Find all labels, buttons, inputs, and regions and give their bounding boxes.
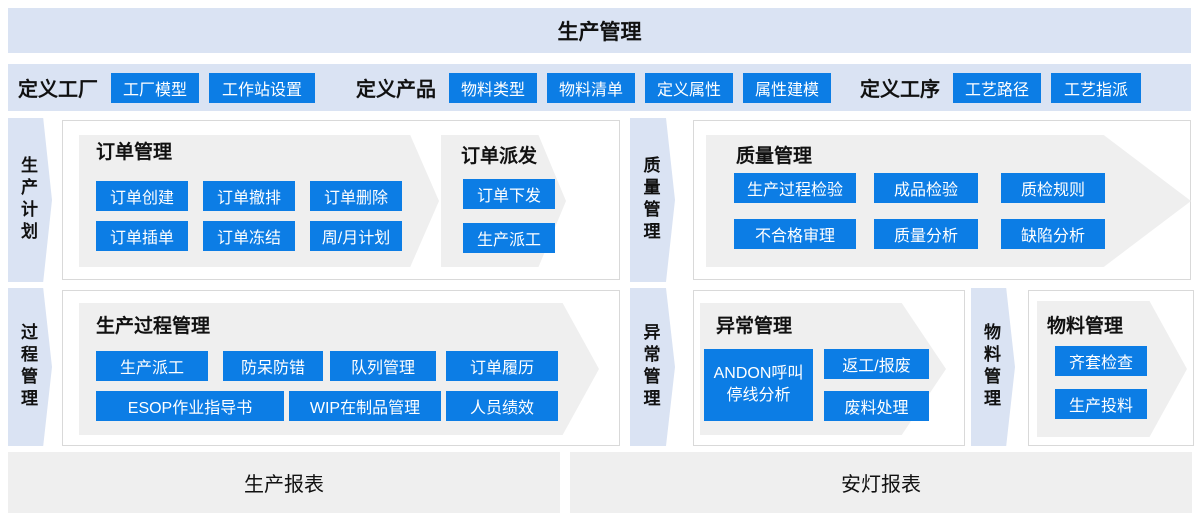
kitting-check-button[interactable]: 齐套检查 (1055, 346, 1147, 376)
defect-analysis-button[interactable]: 缺陷分析 (1001, 219, 1105, 249)
order-unschedule-button[interactable]: 订单撤排 (203, 181, 295, 211)
side-label-process-mgmt: 过程管理 (8, 288, 52, 446)
material-panel: 物料管理 齐套检查 生产投料 (1028, 290, 1194, 446)
process-mgmt-title: 生产过程管理 (96, 316, 211, 337)
rework-scrap-button[interactable]: 返工/报废 (824, 349, 929, 379)
qc-rules-button[interactable]: 质检规则 (1001, 173, 1105, 203)
order-delete-button[interactable]: 订单删除 (310, 181, 402, 211)
define-attribute-button[interactable]: 定义属性 (645, 72, 733, 103)
order-create-button[interactable]: 订单创建 (96, 181, 188, 211)
process-route-button[interactable]: 工艺路径 (953, 72, 1041, 103)
production-report-label: 生产报表 (244, 474, 324, 496)
material-type-button[interactable]: 物料类型 (449, 72, 537, 103)
production-dispatch2-button[interactable]: 生产派工 (96, 351, 208, 381)
line-stop-analysis-label: 停线分析 (726, 387, 791, 404)
quality-panel: 质量管理 生产过程检验 成品检验 质检规则 不合格审理 质量分析 缺陷分析 (693, 120, 1191, 280)
definitions-bar: 定义工厂 工厂模型 工作站设置 定义产品 物料类型 物料清单 定义属性 属性建模… (8, 64, 1191, 111)
process-assign-button[interactable]: 工艺指派 (1051, 72, 1141, 103)
finished-inspection-button[interactable]: 成品检验 (874, 173, 978, 203)
order-history-button[interactable]: 订单履历 (446, 351, 558, 381)
side-label-quality: 质量管理 (630, 118, 675, 282)
define-product-label: 定义产品 (356, 79, 436, 101)
production-feeding-button[interactable]: 生产投料 (1055, 389, 1147, 419)
process-inspection-button[interactable]: 生产过程检验 (734, 173, 856, 203)
poka-yoke-button[interactable]: 防呆防错 (223, 351, 323, 381)
order-dispatch-title: 订单派发 (461, 146, 538, 167)
nonconforming-review-button[interactable]: 不合格审理 (734, 219, 856, 249)
quality-title: 质量管理 (736, 146, 813, 167)
queue-mgmt-button[interactable]: 队列管理 (330, 351, 436, 381)
side-label-exception-text: 异常管理 (640, 323, 660, 411)
define-factory-label: 定义工厂 (18, 79, 98, 101)
side-label-process-mgmt-text: 过程管理 (18, 323, 37, 411)
page-title: 生产管理 (557, 20, 642, 44)
esop-instruction-button[interactable]: ESOP作业指导书 (96, 391, 284, 421)
production-plan-panel: 订单管理 订单创建 订单撤排 订单删除 订单插单 订单冻结 周/月计划 订单派发… (62, 120, 620, 280)
wip-mgmt-button[interactable]: WIP在制品管理 (289, 391, 441, 421)
define-factory-group: 定义工厂 工厂模型 工作站设置 (18, 64, 325, 111)
header-banner: 生产管理 (8, 8, 1191, 53)
exception-title: 异常管理 (716, 316, 793, 337)
side-label-production-plan-text: 生产计划 (18, 156, 37, 244)
andon-report-label: 安灯报表 (841, 474, 921, 496)
production-dispatch-button[interactable]: 生产派工 (463, 223, 555, 253)
side-label-quality-text: 质量管理 (640, 156, 660, 244)
order-freeze-button[interactable]: 订单冻结 (203, 221, 295, 251)
andon-report-box: 安灯报表 (570, 452, 1192, 513)
order-management-title: 订单管理 (96, 142, 173, 163)
workstation-setup-button[interactable]: 工作站设置 (209, 72, 315, 103)
side-label-material-text: 物料管理 (981, 323, 1000, 411)
factory-model-button[interactable]: 工厂模型 (111, 72, 199, 103)
define-process-group: 定义工序 工艺路径 工艺指派 (860, 64, 1151, 111)
side-label-production-plan: 生产计划 (8, 118, 52, 282)
quality-analysis-button[interactable]: 质量分析 (874, 219, 978, 249)
order-release-button[interactable]: 订单下发 (463, 179, 555, 209)
waste-handling-button[interactable]: 废料处理 (824, 391, 929, 421)
attribute-model-button[interactable]: 属性建模 (743, 72, 831, 103)
order-insert-button[interactable]: 订单插单 (96, 221, 188, 251)
week-month-plan-button[interactable]: 周/月计划 (310, 221, 402, 251)
process-mgmt-panel: 生产过程管理 生产派工 防呆防错 队列管理 订单履历 ESOP作业指导书 WIP… (62, 290, 620, 446)
andon-call-stop-analysis-button[interactable]: ANDON呼叫 停线分析 (704, 349, 813, 421)
exception-panel: 异常管理 ANDON呼叫 停线分析 返工/报废 废料处理 (693, 290, 965, 446)
side-label-material: 物料管理 (971, 288, 1015, 446)
staff-performance-button[interactable]: 人员绩效 (446, 391, 558, 421)
material-title: 物料管理 (1047, 316, 1124, 337)
side-label-exception: 异常管理 (630, 288, 675, 446)
production-report-box: 生产报表 (8, 452, 560, 513)
define-product-group: 定义产品 物料类型 物料清单 定义属性 属性建模 (356, 64, 841, 111)
material-bom-button[interactable]: 物料清单 (547, 72, 635, 103)
define-process-label: 定义工序 (860, 79, 940, 101)
andon-call-label: ANDON呼叫 (713, 365, 804, 383)
